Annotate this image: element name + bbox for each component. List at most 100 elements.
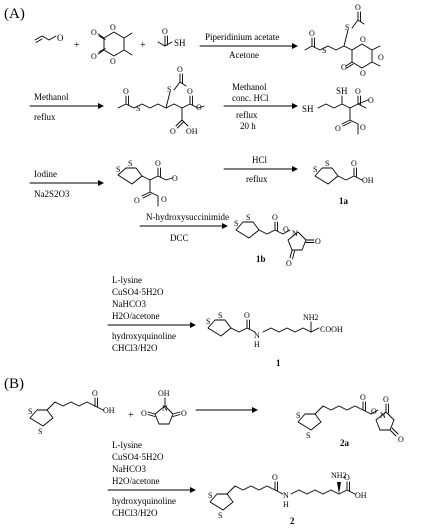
arrow-7-solvent: H2O/acetone [112,311,159,321]
reaction-arrow-7: L-lysine CuSO4·5H2O NaHCO3 H2O/acetone h… [107,275,196,353]
adduct-oxygen: O [360,69,366,78]
arrow-3-time: 20 h [240,121,256,131]
arrow-b2-reagent: L-lysine [112,440,142,450]
arrow-1-solvent: Acetone [229,50,259,60]
arrow-5-condition: reflux [246,174,268,184]
acid-oxygen: O [170,127,176,136]
plus-sign: + [74,40,80,51]
compound-2: S S O N H NH2 O OH 2 [208,471,367,526]
arrow-b2-reagent: hydroxyquinoline [112,496,176,506]
adduct-sulfur: S [322,46,326,55]
compound-label-2: 2 [290,516,295,526]
thioacetate-meldrum-adduct: O S S O O O O O [304,3,384,78]
succinimide-nitrogen: N [292,229,298,238]
nhs-oxygen: O [141,409,147,418]
succinimide-oxygen: O [398,435,404,444]
acid-hydroxyl: OH [362,176,374,185]
acid-oxygen: O [351,159,357,168]
amide-hydrogen: H [254,340,260,349]
thioacetic-sh: SH [174,38,186,48]
adduct-sulfur: S [345,23,349,32]
arrow-5-reagent: HCl [252,155,268,165]
arrow-6-reagent: DCC [170,233,189,243]
meldrum-oxygen: O [91,52,97,61]
ester-sulfur: S [136,104,140,113]
plus-sign: + [128,410,134,421]
ester-sulfur: S [167,85,171,94]
compound-1: S S O N H NH2 COOH 1 [206,311,343,368]
diester-oxygen: O [335,124,341,133]
arrow-1-reagent: Piperidinium acetate [205,32,279,42]
panel-b-label: (B) [4,376,24,392]
dithiol-diester: SH SH O O O O [302,86,374,135]
arrow-7-reagent: CuSO4·5H2O [112,287,164,297]
arrow-4-reagent: Na2S2O3 [34,189,70,199]
reaction-arrow-b1 [195,407,258,413]
carboxyl-cooh: COOH [320,325,343,334]
nhs-oxygen: O [181,409,187,418]
amide-nitrogen: N [254,331,260,340]
arrow-6-reagent: N-hydroxysuccinimide [146,212,229,222]
arrow-2-condition: reflux [34,112,56,122]
thiol-sh: SH [302,104,314,114]
meldrums-acid: O O O O [91,23,133,66]
dithiolane-sulfur: S [234,219,238,228]
dithiolane-sulfur: S [206,317,210,326]
reaction-arrow-b2: L-lysine CuSO4·5H2O NaHCO3 H2O/acetone h… [107,440,196,518]
reaction-arrow-3: Methanol conc. HCl reflux 20 h [223,82,298,131]
diester-oxygen: O [368,96,374,105]
ester-oxygen: O [187,87,193,96]
succinimide-oxygen: O [286,259,292,268]
reaction-arrow-5: HCl reflux [223,155,298,184]
dithiolane-diester: S S O O O O [116,159,178,207]
lipoic-acid: S S O OH [28,389,115,436]
compound-label-1b: 1b [256,254,266,264]
dithiolane-sulfur: S [246,213,250,222]
dithiolane-sulfur: S [296,411,300,420]
adduct-oxygen: O [309,29,315,38]
dithiolane-sulfur: S [28,407,32,416]
amide-nitrogen: N [283,491,289,500]
arrow-3-condition: reflux [236,110,258,120]
dithiolane-sulfur: S [325,159,329,168]
adduct-oxygen: O [341,63,347,72]
n-hydroxysuccinimide: OH N O O [141,389,187,425]
compound-label-2a: 2a [340,438,350,448]
dithiolane-sulfur: S [313,165,317,174]
diester-oxygen: O [172,174,178,183]
plus-sign: + [140,40,146,51]
dithiolane-sulfur: S [218,311,222,320]
ester-oxygen: O [360,393,366,402]
amide-hydrogen: H [283,500,289,509]
ester-oxygen: O [177,65,183,74]
adduct-oxygen: O [355,3,361,12]
ester-oxygen: O [283,225,289,234]
dithiolane-sulfur: S [38,427,42,436]
succinimide-oxygen: O [315,237,321,246]
nhs-nitrogen: N [162,404,168,413]
arrow-3-reagent: Methanol [232,82,267,92]
ester-oxygen: O [123,87,129,96]
ester-oxygen: O [371,407,377,416]
diester-oxygen: O [161,195,167,204]
acid-oxygen: O [344,473,350,482]
compound-1a: S S O OH 1a [313,159,374,206]
succinimide-oxygen: O [383,395,389,404]
dithiolane-sulfur: S [306,431,310,440]
arrow-7-solvent: CHCl3/H2O [112,343,158,353]
reaction-arrow-1: Piperidinium acetate Acetone [199,32,298,60]
meldrum-oxygen: O [91,28,97,37]
acid-hydroxyl: OH [186,127,198,136]
arrow-b2-solvent: H2O/acetone [112,476,159,486]
arrow-b2-reagent: NaHCO3 [112,464,146,474]
thioacetic-oxygen: O [162,27,168,36]
ester-oxygen: O [272,213,278,222]
panel-a-label: (A) [4,6,25,22]
succinimide-nitrogen: N [380,411,386,420]
amide-oxygen: O [244,311,250,320]
acid-oxygen: O [92,389,98,398]
nhs-hydroxyl: OH [158,389,170,398]
diester-oxygen: O [134,196,140,205]
diester-oxygen: O [360,123,366,132]
